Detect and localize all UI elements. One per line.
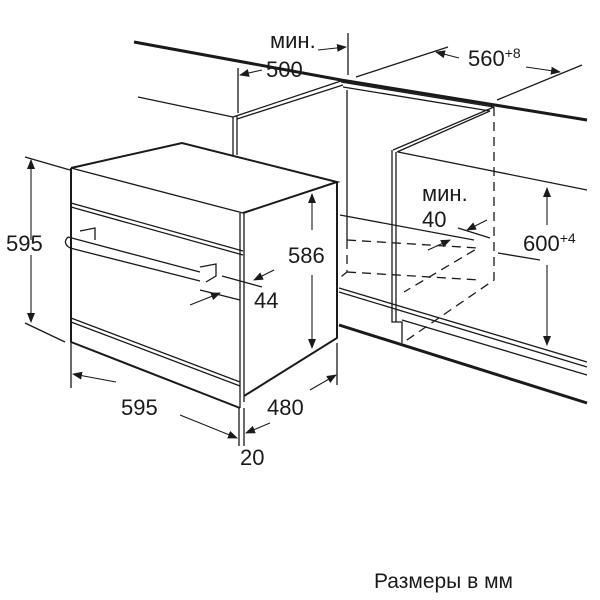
oven-side bbox=[243, 182, 338, 397]
label-600-value: 600 bbox=[523, 231, 560, 256]
shelf-edge bbox=[338, 287, 588, 376]
dimension-lines bbox=[24, 33, 583, 446]
oven-front-right bbox=[239, 213, 245, 408]
label-560-tolerance: +8 bbox=[505, 45, 521, 61]
label-44: 44 bbox=[254, 288, 278, 313]
lower-trim bbox=[70, 317, 241, 387]
units-caption: Размеры в мм bbox=[374, 570, 513, 593]
niche-top-left bbox=[232, 80, 344, 120]
label-40: 40 bbox=[422, 207, 446, 232]
niche-top-back bbox=[340, 81, 495, 112]
label-600-tolerance: +4 bbox=[560, 230, 576, 246]
label-560: 560+8 bbox=[468, 45, 521, 71]
right-cabinet-inner bbox=[497, 252, 541, 261]
label-500: 500 bbox=[266, 57, 303, 82]
right-cabinet-post bbox=[391, 150, 403, 343]
label-480: 480 bbox=[267, 395, 304, 420]
label-600: 600+4 bbox=[523, 230, 576, 256]
cabinet-niche bbox=[133, 40, 588, 405]
label-586: 586 bbox=[288, 243, 325, 268]
oven-front-top bbox=[70, 167, 244, 214]
label-20: 20 bbox=[240, 445, 264, 470]
oven-front-left bbox=[70, 168, 241, 409]
upper-left-edge bbox=[137, 96, 234, 118]
vent-edge bbox=[339, 214, 475, 241]
niche-back-dashed bbox=[336, 240, 348, 281]
label-595-height: 595 bbox=[6, 231, 43, 256]
floor-dashed bbox=[346, 239, 481, 293]
label-595-width: 595 bbox=[121, 395, 158, 420]
oven-top bbox=[70, 141, 341, 214]
floor-edge bbox=[338, 323, 588, 405]
right-cabinet-top bbox=[392, 106, 495, 153]
oven-unit bbox=[64, 141, 341, 409]
dimension-labels: мин. 500 560+8 595 586 600+4 мин. 40 44 … bbox=[6, 28, 576, 470]
left-cabinet-post bbox=[232, 116, 238, 156]
control-panel-band bbox=[70, 202, 244, 256]
label-top-min: мин. bbox=[270, 28, 316, 53]
label-560-value: 560 bbox=[468, 46, 505, 71]
door-handle bbox=[64, 227, 217, 283]
niche-corner-dashed bbox=[403, 107, 495, 343]
right-cabinet-edge bbox=[397, 151, 588, 191]
label-inner-min: мин. bbox=[422, 181, 468, 206]
countertop-edge bbox=[133, 40, 588, 122]
